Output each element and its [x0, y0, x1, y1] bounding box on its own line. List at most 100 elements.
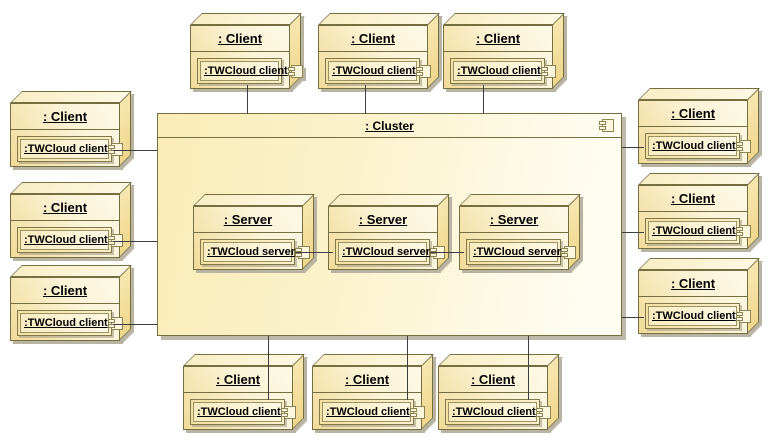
component-icon: [735, 139, 751, 153]
component-twcloud-client[interactable]: :TWCloud client: [197, 58, 303, 84]
component-twcloud-client[interactable]: :TWCloud client: [17, 310, 123, 336]
connector-client-right-2-cluster: [622, 232, 644, 233]
node-top-face: [312, 354, 434, 366]
component-twcloud-client[interactable]: :TWCloud client: [325, 58, 431, 84]
node-client-left-1[interactable]: : Client :TWCloud client: [10, 91, 132, 167]
node-front-face: : Client :TWCloud client: [10, 277, 123, 341]
node-front-face: : Client :TWCloud client: [183, 366, 296, 430]
component-inner: :TWCloud client: [20, 139, 123, 159]
node-front-face: : Server :TWCloud server: [193, 206, 311, 270]
component-label: :TWCloud client: [652, 140, 736, 152]
component-label: :TWCloud server: [207, 246, 296, 258]
component-icon: [561, 245, 577, 259]
node-title: : Client: [11, 104, 119, 130]
component-label: :TWCloud client: [197, 406, 281, 418]
node-side-face: [292, 354, 304, 430]
component-twcloud-client[interactable]: :TWCloud client: [445, 399, 551, 425]
node-front-face: : Client :TWCloud client: [443, 25, 556, 89]
component-twcloud-client[interactable]: :TWCloud client: [645, 303, 751, 329]
node-client-bottom-3[interactable]: : Client :TWCloud client: [438, 354, 560, 430]
connector-client-left-3-cluster: [113, 324, 157, 325]
component-label: :TWCloud client: [326, 406, 410, 418]
node-front-face: : Client :TWCloud client: [438, 366, 551, 430]
connector-client-left-1-cluster: [113, 150, 157, 151]
component-twcloud-client[interactable]: :TWCloud client: [319, 399, 425, 425]
component-icon: [735, 309, 751, 323]
node-title: : Server: [329, 207, 437, 233]
node-side-face: [119, 265, 131, 341]
component-twcloud-client[interactable]: :TWCloud client: [190, 399, 296, 425]
component-inner: :TWCloud client: [322, 402, 425, 422]
node-side-face: [421, 354, 433, 430]
component-icon: [535, 405, 551, 419]
node-side-face: [119, 91, 131, 167]
component-inner: :TWCloud client: [648, 221, 751, 241]
connector-client-right-3-cluster: [622, 317, 644, 318]
component-inner: :TWCloud client: [20, 313, 123, 333]
node-top-face: [638, 88, 760, 100]
node-client-right-1[interactable]: : Client :TWCloud client: [638, 88, 760, 164]
node-front-face: : Server :TWCloud server: [328, 206, 446, 270]
node-top-face: [638, 258, 760, 270]
node-front-face: : Client :TWCloud client: [312, 366, 425, 430]
component-twcloud-client[interactable]: :TWCloud client: [645, 218, 751, 244]
connector-client-right-1-cluster: [622, 147, 644, 148]
component-icon: [107, 316, 123, 330]
component-icon: [540, 64, 556, 78]
node-side-face: [747, 173, 759, 249]
component-twcloud-client[interactable]: :TWCloud client: [17, 227, 123, 253]
node-client-top-3[interactable]: : Client :TWCloud client: [443, 13, 565, 89]
node-front-face: : Client :TWCloud client: [638, 270, 751, 334]
node-server-1[interactable]: : Server :TWCloud server: [193, 194, 315, 270]
node-top-face: [10, 265, 132, 277]
component-inner: :TWCloud client: [193, 402, 296, 422]
node-front-face: : Client :TWCloud client: [638, 100, 751, 164]
node-front-face: : Client :TWCloud client: [190, 25, 303, 89]
component-inner: :TWCloud client: [448, 402, 551, 422]
node-cluster[interactable]: : Cluster : Server :TWCloud server: [157, 113, 622, 336]
component-twcloud-server[interactable]: :TWCloud server: [200, 239, 311, 265]
node-client-left-2[interactable]: : Client :TWCloud client: [10, 182, 132, 258]
node-side-face: [302, 194, 314, 270]
component-icon: [735, 224, 751, 238]
component-twcloud-client[interactable]: :TWCloud client: [450, 58, 556, 84]
node-front-face: : Client :TWCloud client: [318, 25, 431, 89]
component-twcloud-client[interactable]: :TWCloud client: [17, 136, 123, 162]
node-title: : Client: [444, 26, 552, 52]
node-top-face: [328, 194, 450, 206]
node-title: : Client: [639, 186, 747, 212]
component-twcloud-server[interactable]: :TWCloud server: [466, 239, 577, 265]
node-top-face: [10, 182, 132, 194]
component-label: :TWCloud client: [652, 310, 736, 322]
component-icon: [280, 405, 296, 419]
node-client-top-1[interactable]: : Client :TWCloud client: [190, 13, 303, 89]
node-front-face: : Client :TWCloud client: [10, 103, 123, 167]
component-label: :TWCloud client: [332, 65, 416, 77]
node-top-face: [193, 194, 315, 206]
component-label: :TWCloud client: [452, 406, 536, 418]
node-client-bottom-1[interactable]: : Client :TWCloud client: [183, 354, 305, 430]
node-front-face: : Client :TWCloud client: [638, 185, 751, 249]
component-label: :TWCloud client: [24, 317, 108, 329]
node-title: : Client: [184, 367, 292, 393]
connector-client-top-1-cluster: [247, 85, 248, 114]
node-title: : Client: [191, 26, 289, 52]
component-inner: :TWCloud client: [200, 61, 303, 81]
component-icon: [415, 64, 431, 78]
node-top-face: [183, 354, 305, 366]
component-twcloud-server[interactable]: :TWCloud server: [335, 239, 446, 265]
node-top-face: [438, 354, 560, 366]
node-client-right-2[interactable]: : Client :TWCloud client: [638, 173, 760, 249]
node-server-2[interactable]: : Server :TWCloud server: [328, 194, 450, 270]
node-client-top-2[interactable]: : Client :TWCloud client: [318, 13, 440, 89]
node-client-right-3[interactable]: : Client :TWCloud client: [638, 258, 760, 334]
node-top-face: [318, 13, 440, 25]
component-twcloud-client[interactable]: :TWCloud client: [645, 133, 751, 159]
component-icon: [599, 119, 614, 132]
node-side-face: [547, 354, 559, 430]
node-side-face: [119, 182, 131, 258]
node-top-face: [10, 91, 132, 103]
node-client-bottom-2[interactable]: : Client :TWCloud client: [312, 354, 434, 430]
node-client-left-3[interactable]: : Client :TWCloud client: [10, 265, 132, 341]
node-server-3[interactable]: : Server :TWCloud server: [459, 194, 581, 270]
